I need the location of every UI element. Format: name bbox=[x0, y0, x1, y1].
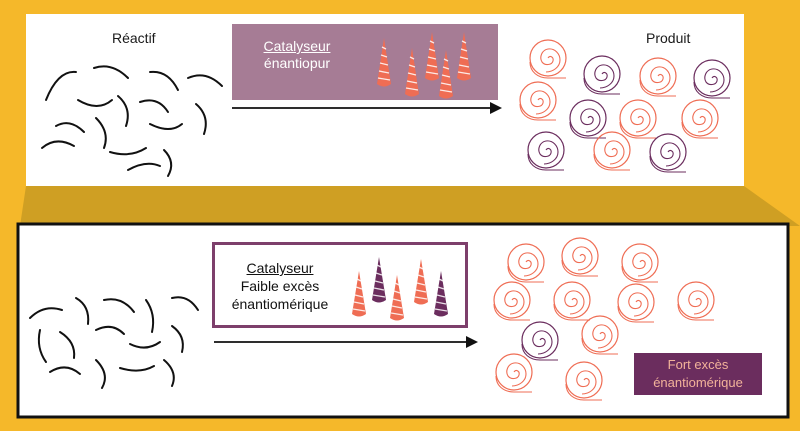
reactant-curve bbox=[117, 95, 129, 127]
reactant-label: Réactif bbox=[112, 30, 156, 46]
catalyst-subtitle: énantiopur bbox=[263, 55, 331, 71]
reactant-curve bbox=[149, 123, 183, 130]
high-ee-result-badge: Fort excès énantiomérique bbox=[634, 353, 762, 395]
catalyst-caption: Catalyseur Faible excès énantiomérique bbox=[215, 259, 345, 313]
top-reactants bbox=[41, 65, 223, 177]
badge-line-2: énantiomérique bbox=[653, 375, 743, 390]
top-reaction-arrow bbox=[232, 102, 502, 114]
reactant-curve bbox=[187, 74, 223, 87]
bottom-reactants bbox=[29, 296, 199, 389]
panel-shadow bbox=[20, 186, 800, 226]
reactant-curve bbox=[163, 359, 175, 387]
reactant-curve bbox=[171, 296, 199, 311]
cone-shell-icon bbox=[371, 256, 387, 304]
cone-shell-icon bbox=[424, 31, 440, 82]
product-label: Produit bbox=[646, 30, 691, 46]
catalyst-cones bbox=[351, 256, 449, 322]
reactant-curve bbox=[49, 366, 81, 375]
cone-shell-icon bbox=[389, 274, 405, 322]
reactant-curve bbox=[77, 99, 113, 107]
cone-shell-icon bbox=[456, 31, 472, 82]
reactant-curve bbox=[55, 122, 85, 133]
reactant-curve bbox=[129, 341, 161, 349]
cone-shell-icon bbox=[438, 49, 454, 100]
reactant-curve bbox=[75, 297, 90, 325]
reactant-curve bbox=[109, 147, 147, 156]
reactant-curve bbox=[95, 117, 107, 149]
cone-shell-icon bbox=[433, 270, 449, 318]
reactant-curve bbox=[119, 365, 155, 372]
reactant-curve bbox=[103, 298, 135, 313]
reactant-curve bbox=[145, 299, 155, 333]
cone-shell-icon bbox=[376, 37, 392, 88]
bottom-reaction-arrow bbox=[214, 336, 478, 348]
reactant-curve bbox=[139, 99, 169, 113]
catalyst-cones bbox=[376, 31, 472, 100]
reactant-curve bbox=[37, 329, 47, 363]
catalyst-caption: Catalyseur énantiopur bbox=[232, 38, 362, 72]
reactant-curve bbox=[95, 325, 125, 335]
reactant-curve bbox=[195, 103, 207, 135]
reactant-curve bbox=[41, 140, 75, 149]
reactant-curve bbox=[59, 331, 76, 359]
reactant-curve bbox=[127, 162, 161, 171]
reactant-curve bbox=[95, 359, 106, 389]
low-ee-catalyst-box: Catalyseur Faible excès énantiomérique bbox=[212, 242, 468, 328]
cone-shell-icon bbox=[404, 47, 420, 98]
catalyst-subtitle-1: Faible excès bbox=[240, 278, 320, 294]
reactant-curve bbox=[171, 325, 184, 353]
reactant-curve bbox=[149, 70, 179, 91]
catalyst-subtitle-2: énantiomérique bbox=[231, 296, 329, 312]
cone-shell-icon bbox=[413, 258, 429, 306]
enantiopure-catalyst-box: Catalyseur énantiopur bbox=[232, 24, 498, 100]
reactant-curve bbox=[163, 149, 173, 177]
reactant-curve bbox=[93, 65, 129, 79]
badge-line-1: Fort excès bbox=[667, 357, 729, 372]
reactant-curve bbox=[45, 70, 77, 101]
reactant-curve bbox=[29, 307, 63, 319]
catalyst-title: Catalyseur bbox=[263, 38, 331, 54]
cone-shell-icon bbox=[351, 270, 367, 318]
catalyst-title: Catalyseur bbox=[246, 260, 314, 276]
